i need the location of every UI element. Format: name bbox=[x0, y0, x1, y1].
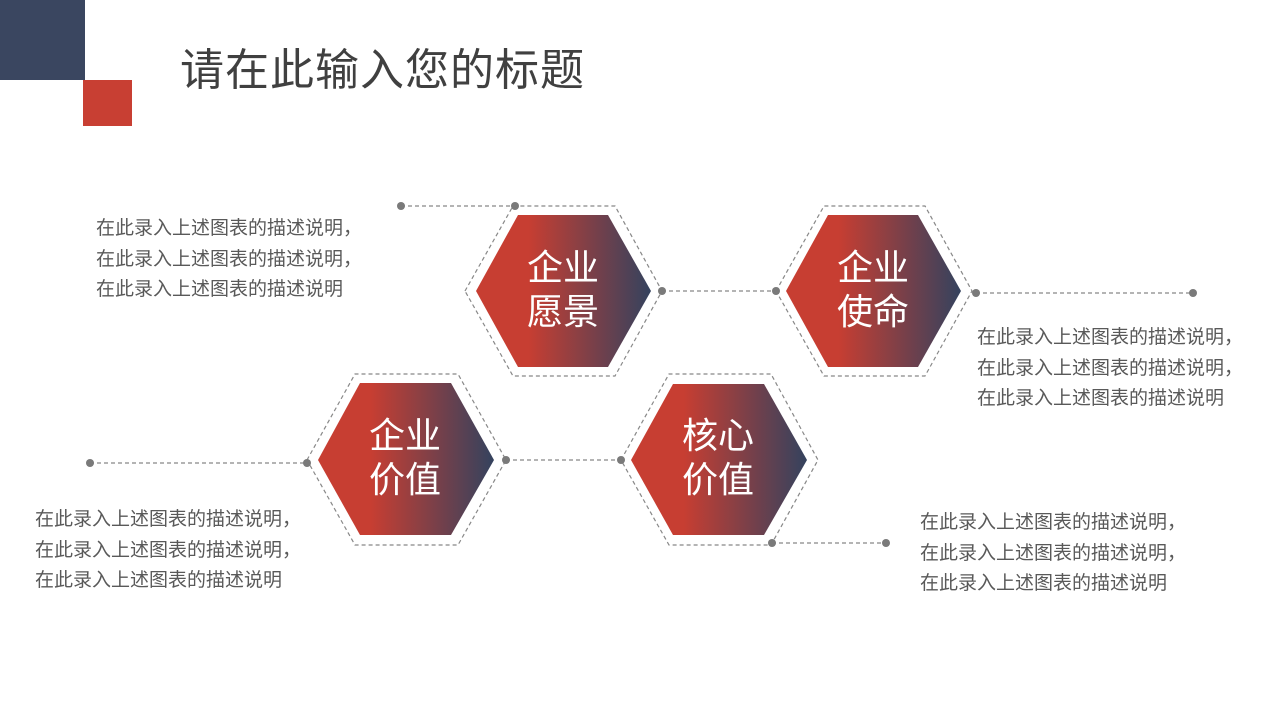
hexagon-mission bbox=[786, 215, 961, 367]
connector-dot bbox=[303, 459, 311, 467]
decor-square-red bbox=[83, 80, 132, 126]
hexagon-outline bbox=[775, 205, 973, 377]
hexagon-label-mission: 企业 使命 bbox=[813, 247, 933, 335]
hexagon-values bbox=[318, 383, 494, 535]
hexagon-label-line: 企业 bbox=[526, 248, 599, 289]
description-line: 在此录入上述图表的描述说明 bbox=[35, 569, 283, 591]
hexagon-label-line: 企业 bbox=[836, 248, 909, 289]
hexagon-label-core-values: 核心 价值 bbox=[658, 415, 778, 503]
description-line: 在此录入上述图表的描述说明 bbox=[96, 278, 344, 300]
description-values: 在此录入上述图表的描述说明， 在此录入上述图表的描述说明， 在此录入上述图表的描… bbox=[35, 504, 301, 596]
hexagon-label-vision: 企业 愿景 bbox=[503, 247, 623, 335]
connector-dot bbox=[502, 456, 510, 464]
connector-dot bbox=[972, 289, 980, 297]
hexagon-label-line: 愿景 bbox=[526, 292, 599, 333]
hexagon-outline bbox=[306, 373, 507, 546]
hexagon-label-line: 企业 bbox=[368, 416, 441, 457]
decor-square-navy bbox=[0, 0, 85, 80]
description-vision: 在此录入上述图表的描述说明， 在此录入上述图表的描述说明， 在此录入上述图表的描… bbox=[96, 213, 362, 305]
connector-dot bbox=[617, 456, 625, 464]
hexagon-label-line: 价值 bbox=[368, 460, 441, 501]
hexagon-outline bbox=[620, 373, 819, 546]
connector-dot bbox=[882, 539, 890, 547]
connector-dot bbox=[511, 202, 519, 210]
description-line: 在此录入上述图表的描述说明， bbox=[920, 541, 1187, 564]
connector-dot bbox=[772, 287, 780, 295]
description-line: 在此录入上述图表的描述说明， bbox=[96, 247, 363, 270]
hexagon-label-line: 价值 bbox=[681, 460, 754, 501]
description-line: 在此录入上述图表的描述说明， bbox=[977, 356, 1244, 379]
description-line: 在此录入上述图表的描述说明， bbox=[35, 538, 302, 561]
connector-dot bbox=[658, 287, 666, 295]
connector-dot bbox=[768, 539, 776, 547]
slide-title: 请在此输入您的标题 bbox=[180, 45, 585, 96]
connector-dot bbox=[1189, 289, 1197, 297]
hexagon-label-line: 核心 bbox=[681, 416, 754, 457]
description-mission: 在此录入上述图表的描述说明， 在此录入上述图表的描述说明， 在此录入上述图表的描… bbox=[977, 322, 1243, 414]
connector-dot bbox=[397, 202, 405, 210]
hexagon-core-values bbox=[631, 384, 807, 535]
hexagon-vision bbox=[476, 215, 651, 367]
description-line: 在此录入上述图表的描述说明， bbox=[35, 508, 302, 530]
description-core-values: 在此录入上述图表的描述说明， 在此录入上述图表的描述说明， 在此录入上述图表的描… bbox=[920, 507, 1186, 599]
description-line: 在此录入上述图表的描述说明， bbox=[920, 511, 1187, 533]
description-line: 在此录入上述图表的描述说明 bbox=[920, 572, 1168, 594]
hexagon-label-line: 使命 bbox=[836, 292, 909, 333]
description-line: 在此录入上述图表的描述说明， bbox=[96, 217, 363, 239]
description-line: 在此录入上述图表的描述说明， bbox=[977, 326, 1244, 348]
hexagon-label-values: 企业 价值 bbox=[345, 415, 465, 503]
description-line: 在此录入上述图表的描述说明 bbox=[977, 387, 1225, 409]
connector-dot bbox=[86, 459, 94, 467]
